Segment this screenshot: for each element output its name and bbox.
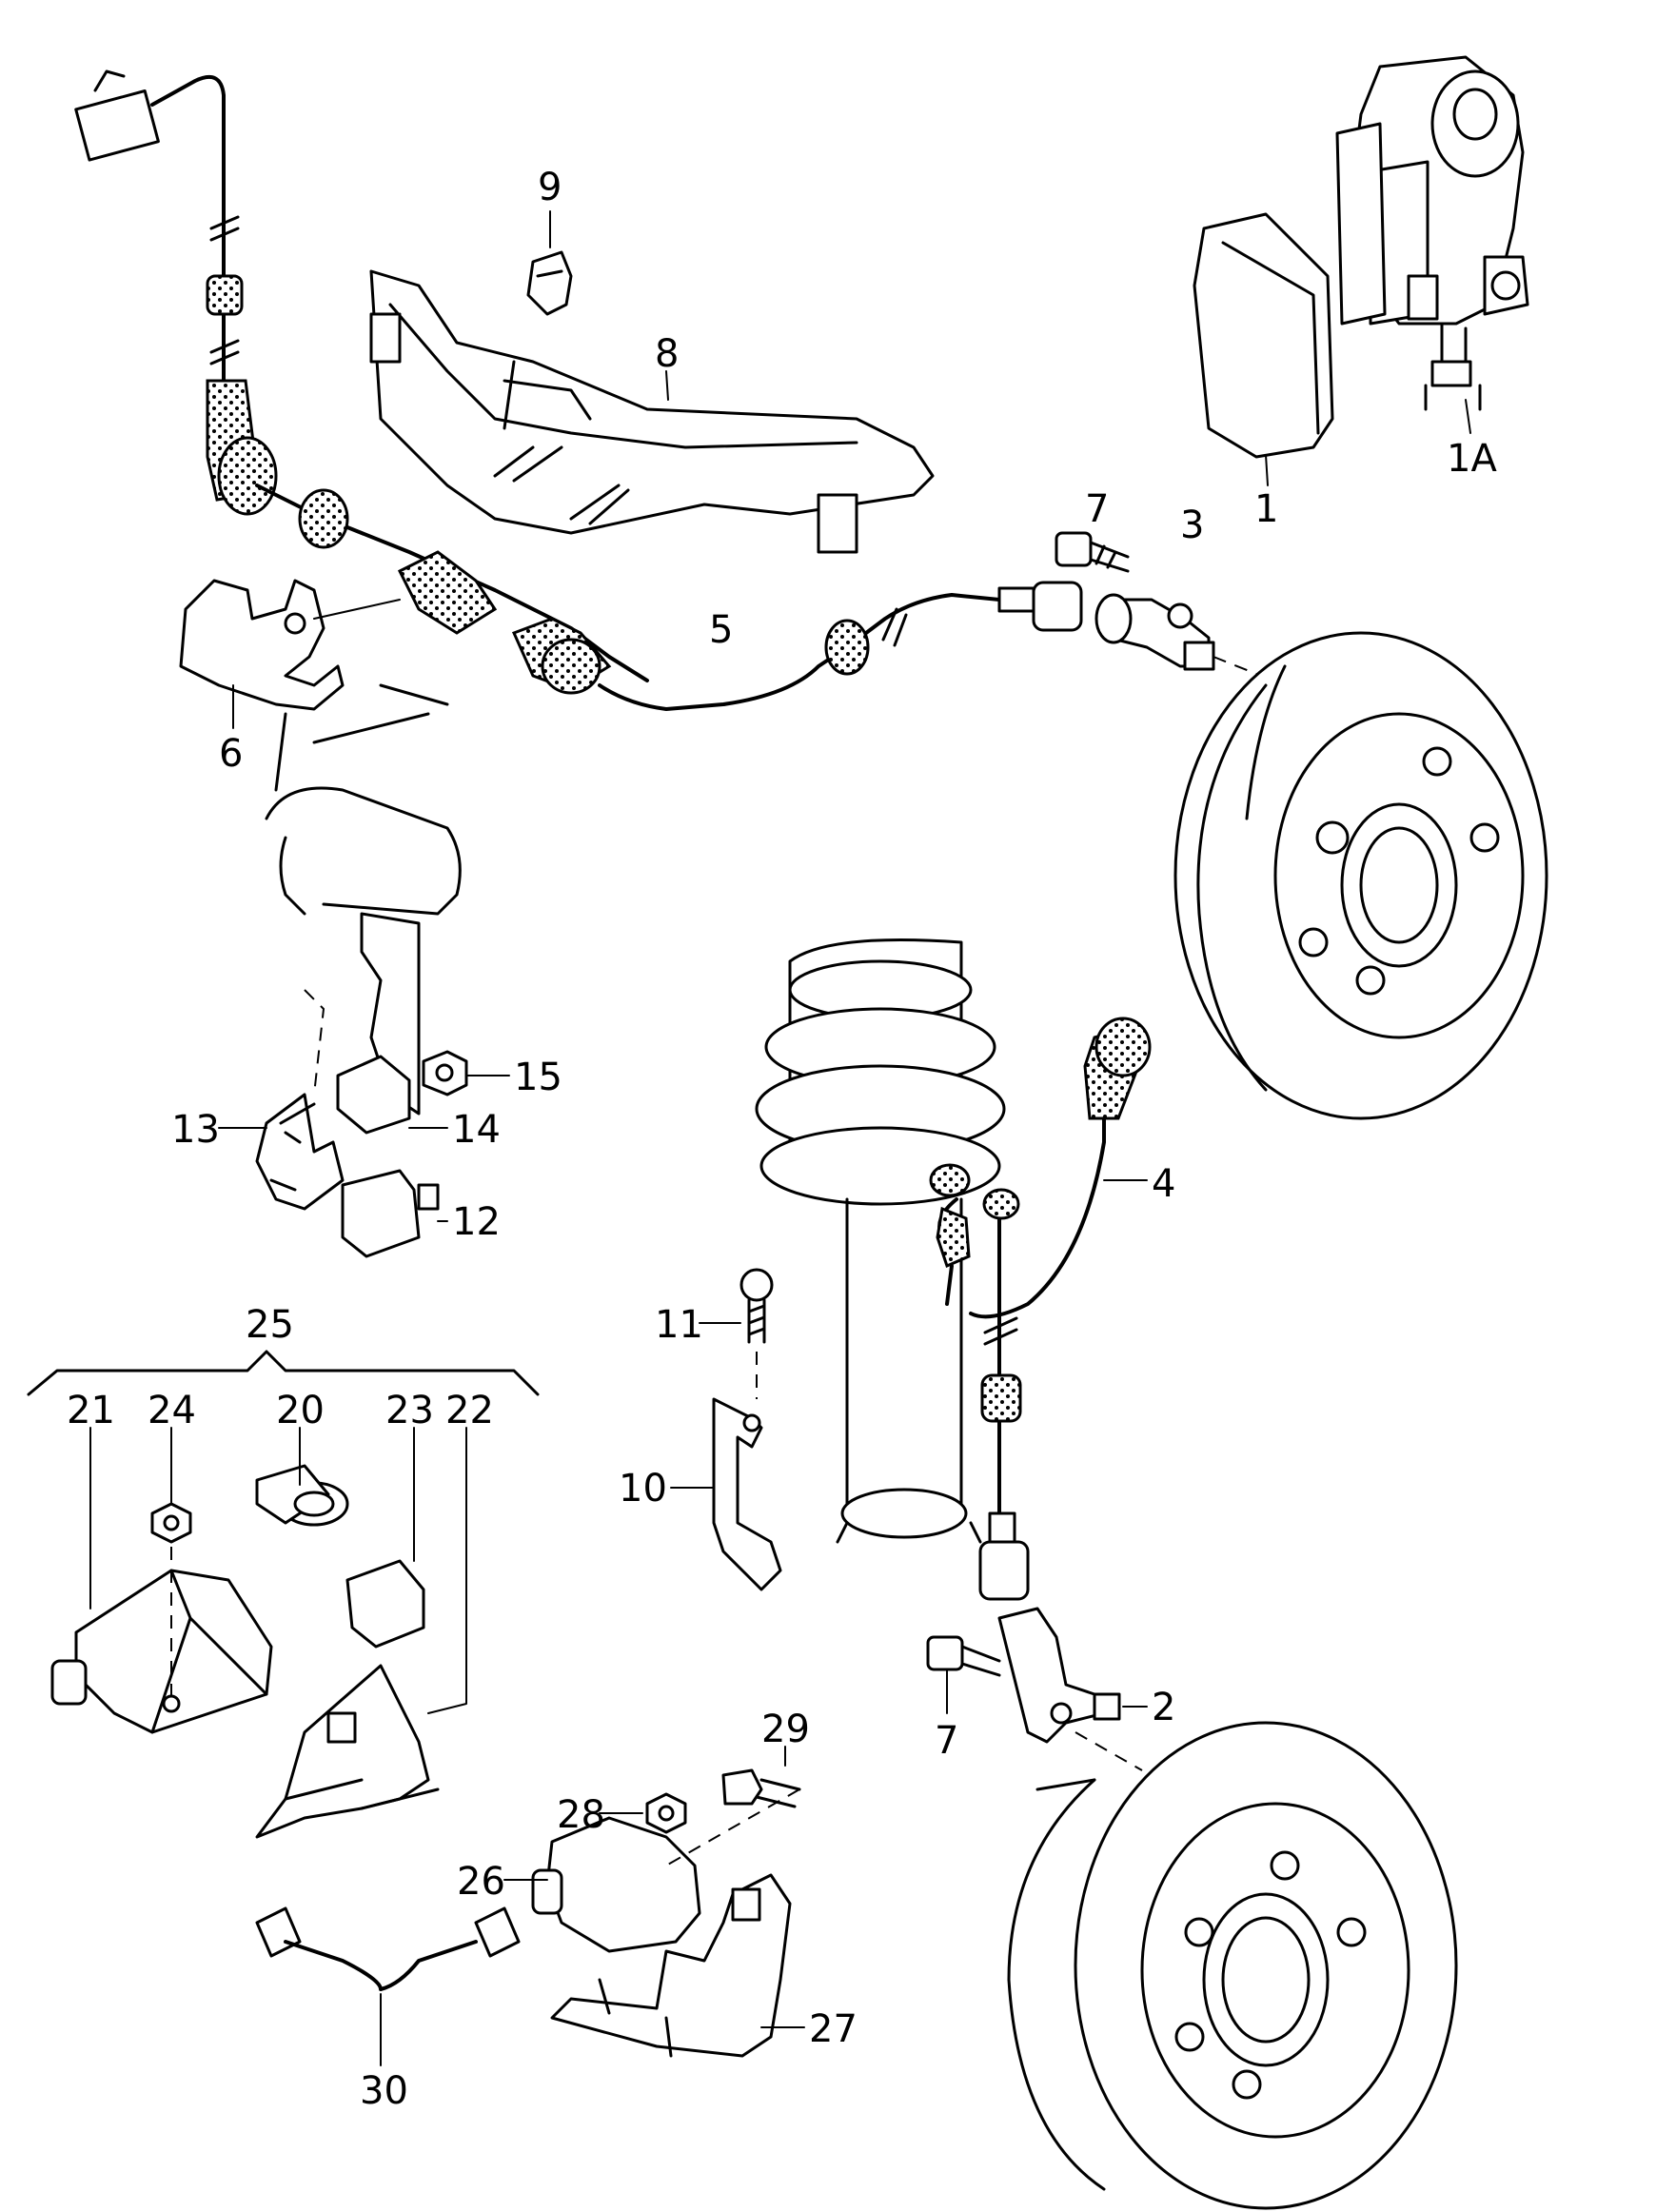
bracket-10 [712,1397,782,1591]
callout-9: 9 [538,166,562,209]
rear-speed-sensor-cable [929,1017,1152,1601]
leader-22 [427,1427,467,1714]
leader-8 [665,370,669,401]
callout-6: 6 [219,732,243,776]
callout-26: 26 [457,1860,505,1904]
connecting-cable-30 [255,1906,521,1991]
callout-1: 1 [1254,487,1278,531]
callout-8: 8 [655,332,679,376]
callout-7a: 7 [1085,487,1109,531]
assembly-axis-13 [304,989,325,1096]
callout-10: 10 [619,1467,667,1511]
clip-9 [526,250,573,316]
callout-2: 2 [1152,1686,1175,1729]
cable-bracket-8 [369,269,935,554]
abs-control-module [1193,212,1334,459]
callout-11: 11 [655,1303,703,1347]
cable-holder-6 [179,579,345,711]
callout-29: 29 [761,1708,810,1751]
clip-14 [336,1055,411,1135]
sensor-screw-top [1055,531,1130,573]
subframe-section [265,683,462,1116]
callout-7b: 7 [935,1719,958,1763]
callout-27: 27 [809,2007,858,2051]
nut-24 [150,1502,192,1544]
front-left-speed-sensor [1094,593,1215,671]
callout-30: 30 [360,2069,408,2113]
rubber-block-12 [341,1169,440,1258]
grommet-20 [255,1464,349,1527]
callout-20: 20 [276,1389,325,1432]
callout-5: 5 [709,608,733,652]
sensor-bracket-13 [255,1093,345,1211]
callout-3: 3 [1180,504,1204,547]
brake-disc-lower [1007,1721,1458,2210]
sensor-unit-26 [531,1816,701,1953]
callout-22: 22 [445,1389,494,1432]
callout-4: 4 [1152,1162,1175,1206]
sensor-axis-bottom [1075,1731,1143,1771]
leader-6 [232,599,401,729]
callout-25: 25 [246,1303,294,1347]
screw-11 [739,1268,774,1344]
bracket-22 [255,1664,440,1839]
leader-1 [1265,454,1269,486]
callout-28: 28 [557,1793,605,1837]
front-sensor-connector [997,581,1083,632]
callout-15: 15 [514,1056,562,1099]
leader-1a [1465,399,1471,434]
bolt-29 [721,1768,801,1808]
callout-12: 12 [452,1200,501,1244]
front-speed-sensor-cable [74,69,1001,711]
sensor-axis-top [1213,656,1286,686]
callout-23: 23 [385,1389,434,1432]
callout-1a: 1A [1447,437,1497,481]
brake-disc-upper [1173,631,1548,1120]
nut-28 [645,1792,687,1834]
group-25-brace [27,1350,540,1396]
rear-left-speed-sensor [997,1607,1121,1744]
callout-24: 24 [148,1389,196,1432]
assembly-axis-29 [665,1788,800,1866]
callout-13: 13 [171,1108,220,1152]
abs-hydraulic-unit [1335,55,1529,411]
nut-15 [422,1050,468,1096]
callout-21: 21 [67,1389,115,1432]
sensor-unit-21 [50,1569,273,1734]
sensor-screw-bottom [926,1635,1001,1677]
clip-23 [345,1559,425,1649]
bracket-27 [550,1873,792,2058]
callout-14: 14 [452,1108,501,1152]
